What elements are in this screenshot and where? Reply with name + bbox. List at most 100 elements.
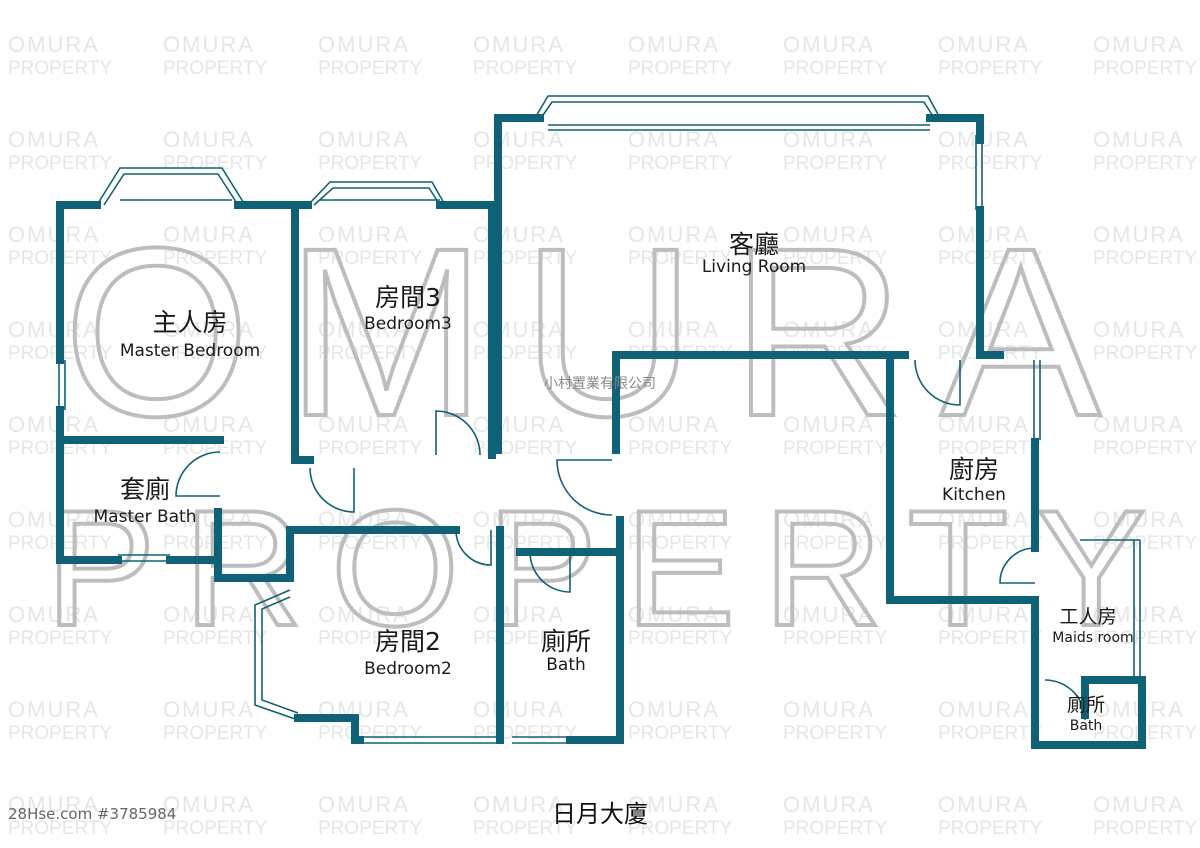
watermark-tile-line1: OMURA (318, 32, 410, 57)
watermark-tile-line2: PROPERTY (783, 533, 888, 554)
window-master-top-inner (103, 173, 239, 206)
watermark-tile-line2: PROPERTY (163, 153, 268, 174)
watermark-tile-line1: OMURA (1093, 127, 1185, 152)
watermark-tile-line2: PROPERTY (938, 58, 1043, 79)
wall-master-bedroom (56, 201, 101, 364)
watermark-tile-line1: OMURA (783, 507, 875, 532)
watermark-tile-line1: OMURA (318, 792, 410, 817)
watermark-tile-line1: OMURA (1093, 32, 1185, 57)
watermark-tile-line1: OMURA (163, 697, 255, 722)
room-label-maids-room-en: Maids room (1052, 630, 1134, 646)
watermark-tile-line1: OMURA (1093, 317, 1185, 342)
watermark-tile-line2: PROPERTY (1093, 153, 1198, 174)
watermark-tile-line2: PROPERTY (1093, 628, 1198, 649)
watermark-tile-line2: PROPERTY (318, 248, 423, 269)
room-label-bedroom2-en: Bedroom2 (364, 659, 452, 679)
watermark-tile-line2: PROPERTY (1093, 533, 1198, 554)
watermark-tile-line1: OMURA (783, 792, 875, 817)
watermark-tile-line2: PROPERTY (163, 628, 268, 649)
watermark-tile-line1: OMURA (628, 697, 720, 722)
watermark-tile-line1: OMURA (8, 222, 100, 247)
watermark-tile-line2: PROPERTY (938, 533, 1043, 554)
watermark-tile-line2: PROPERTY (318, 533, 423, 554)
watermark-tile-line1: OMURA (163, 317, 255, 342)
watermark-tiles: OMURAPROPERTYOMURAPROPERTYOMURAPROPERTYO… (8, 32, 1198, 839)
watermark-tile-line1: OMURA (938, 697, 1030, 722)
watermark-tile-line1: OMURA (8, 602, 100, 627)
watermark-tile-line1: OMURA (8, 127, 100, 152)
watermark-tile-line1: OMURA (318, 127, 410, 152)
watermark-tile-line2: PROPERTY (783, 438, 888, 459)
watermark-tile-line1: OMURA (473, 507, 565, 532)
building-name: 日月大廈 (552, 800, 648, 828)
watermark-tile-line1: OMURA (783, 32, 875, 57)
door-master-bath (175, 451, 221, 497)
watermark-tile-line1: OMURA (163, 412, 255, 437)
room-label-kitchen-en: Kitchen (942, 485, 1006, 505)
room-label-kitchen-zh: 廚房 (948, 455, 1000, 484)
watermark-tile-line2: PROPERTY (628, 58, 733, 79)
watermark-tile-line1: OMURA (163, 127, 255, 152)
watermark-tile-line2: PROPERTY (628, 248, 733, 269)
walls (56, 114, 1146, 749)
watermark-tile-line1: OMURA (163, 602, 255, 627)
watermark-tile-line1: OMURA (783, 602, 875, 627)
room-label-maids-bath-en: Bath (1069, 718, 1103, 734)
watermark-tile-line1: OMURA (8, 32, 100, 57)
watermark-tile-line2: PROPERTY (473, 58, 578, 79)
watermark-tile-line1: OMURA (1093, 507, 1185, 532)
watermark-tile-line1: OMURA (628, 602, 720, 627)
watermark-tile-line1: OMURA (163, 507, 255, 532)
watermark-tile-line2: PROPERTY (628, 533, 733, 554)
watermark-tile-line2: PROPERTY (318, 343, 423, 364)
door-hall-left (309, 467, 355, 513)
watermark-tile-line1: OMURA (938, 32, 1030, 57)
watermark-tile-line1: OMURA (1093, 602, 1185, 627)
watermark-tile-line1: OMURA (8, 317, 100, 342)
watermark-tile-line1: OMURA (1093, 792, 1185, 817)
watermark-tile-line2: PROPERTY (1093, 58, 1198, 79)
watermark-tile-line1: OMURA (473, 127, 565, 152)
window-bedroom3-top (307, 181, 446, 206)
window-bedroom3-top-inner (313, 187, 441, 206)
door-hall-right (556, 459, 613, 516)
watermark-tile-line1: OMURA (473, 32, 565, 57)
windows (58, 95, 1141, 744)
door-bedroom2 (455, 529, 492, 566)
door-bath (529, 551, 571, 593)
watermark-tile-line2: PROPERTY (473, 723, 578, 744)
watermark-tile-line1: OMURA (8, 792, 100, 817)
watermark-tile-line1: OMURA (318, 602, 410, 627)
watermark-tile-line1: OMURA (473, 792, 565, 817)
watermark-tile-line1: OMURA (938, 507, 1030, 532)
watermark-tile-line1: OMURA (8, 697, 100, 722)
watermark-tile-line2: PROPERTY (628, 723, 733, 744)
watermark-tile-line1: OMURA (473, 602, 565, 627)
watermark-tile-line2: PROPERTY (163, 818, 268, 839)
watermark-tile-line2: PROPERTY (318, 628, 423, 649)
watermark-tile-line2: PROPERTY (318, 438, 423, 459)
room-label-master-bath-en: Master Bath (93, 507, 197, 527)
watermark-tile-line2: PROPERTY (8, 723, 113, 744)
watermark-tile-line2: PROPERTY (318, 58, 423, 79)
room-label-living-room-zh: 客廳 (728, 230, 780, 259)
watermark-tile-line1: OMURA (628, 792, 720, 817)
watermark-tile-line2: PROPERTY (1093, 248, 1198, 269)
watermark-tile-line2: PROPERTY (318, 818, 423, 839)
watermark-tile-line2: PROPERTY (938, 818, 1043, 839)
window-bedroom2-left-inner (261, 596, 299, 714)
watermark-company: 小村置業有限公司 (544, 376, 656, 392)
watermark-tile-line1: OMURA (783, 412, 875, 437)
watermark-tile-line2: PROPERTY (8, 628, 113, 649)
watermark-tile-line2: PROPERTY (318, 153, 423, 174)
watermark-tile-line2: PROPERTY (938, 723, 1043, 744)
watermark-tile-line1: OMURA (628, 32, 720, 57)
watermark-tile-line2: PROPERTY (1093, 818, 1198, 839)
room-label-bedroom3-en: Bedroom3 (364, 314, 452, 334)
watermark-tile-line1: OMURA (163, 792, 255, 817)
room-label-master-bedroom-zh: 主人房 (152, 308, 228, 337)
window-bedroom2-left (254, 589, 299, 721)
doors (175, 359, 1086, 721)
window-living-top-inner (540, 101, 935, 119)
